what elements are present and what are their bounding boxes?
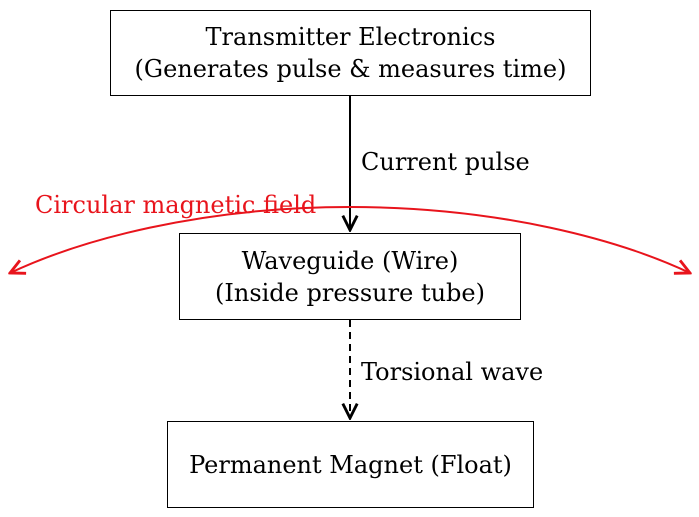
waveguide-box: Waveguide (Wire) (Inside pressure tube) xyxy=(179,233,521,320)
magnetic-field-arc xyxy=(10,206,351,273)
permanent-magnet-box: Permanent Magnet (Float) xyxy=(167,421,534,508)
transmitter-title: Transmitter Electronics xyxy=(205,23,496,51)
torsional-wave-label: Torsional wave xyxy=(361,358,544,386)
magnetic-field-arc-right xyxy=(349,206,690,273)
waveguide-title: Waveguide (Wire) xyxy=(241,246,459,275)
waveguide-subtitle: (Inside pressure tube) xyxy=(215,278,485,307)
transmitter-subtitle: (Generates pulse & measures time) xyxy=(134,55,567,83)
magnet-title: Permanent Magnet (Float) xyxy=(189,450,512,479)
current-pulse-label: Current pulse xyxy=(361,148,530,176)
transmitter-electronics-box: Transmitter Electronics (Generates pulse… xyxy=(110,10,591,96)
magnetic-field-label: Circular magnetic field xyxy=(35,191,317,219)
